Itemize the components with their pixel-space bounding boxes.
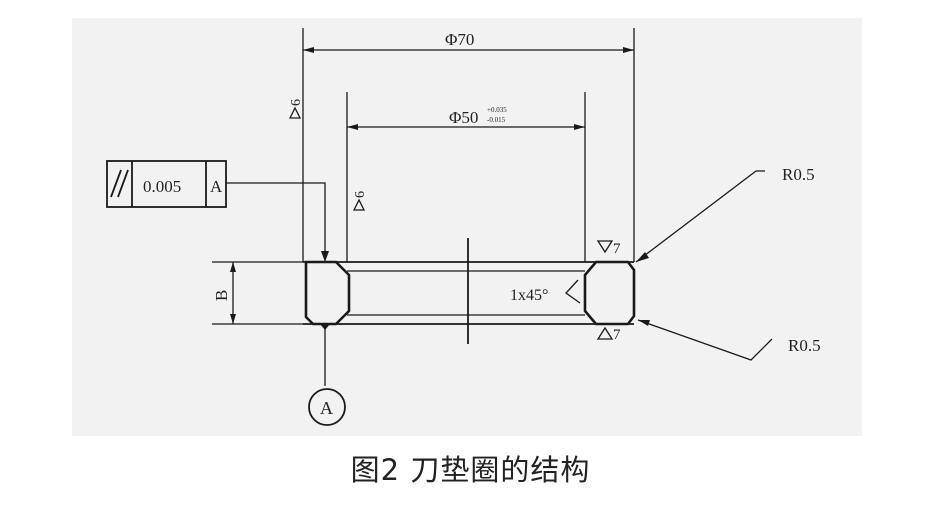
technical-drawing: Φ70 Φ50 +0.035 -0.015 6 6 7 7 0.005 A [106, 28, 821, 426]
tolerance-leader [226, 182, 326, 258]
right-section-hatched [583, 260, 636, 326]
roughness-triangle-icon [596, 240, 614, 254]
tolerance-frame-box [106, 160, 227, 208]
height-label: B [212, 290, 231, 301]
parallelism-icon [110, 169, 129, 198]
roughness-value: 6 [353, 191, 368, 198]
roughness-triangle-icon [352, 198, 366, 211]
outer-diameter-label: Φ70 [445, 30, 474, 49]
roughness-value: 6 [289, 99, 304, 106]
inner-diameter-label: Φ50 [449, 108, 478, 127]
left-section-hatched [304, 260, 351, 326]
roughness-symbol-outer-left: 6 [288, 99, 304, 119]
datum-triangle-icon [320, 324, 330, 330]
roughness-value: 7 [613, 241, 621, 257]
radius-leader-top [635, 170, 765, 263]
chamfer-label: 1x45° [510, 287, 548, 304]
height-label-group: B [212, 290, 231, 301]
arrowhead [636, 252, 649, 262]
tolerance-frame: 0.005 A [106, 160, 227, 208]
arrowhead [623, 47, 634, 53]
tolerance-datum: A [210, 177, 223, 196]
datum-label: A [320, 398, 333, 418]
arrowhead [638, 320, 650, 326]
inner-tolerance-upper: +0.035 [487, 106, 507, 114]
tolerance-value: 0.005 [143, 177, 181, 196]
roughness-symbol-inner-left: 6 [352, 191, 368, 211]
arrowhead [230, 314, 236, 324]
arrowhead [230, 262, 236, 272]
arrowhead [321, 251, 329, 262]
radius-label-bottom: R0.5 [788, 336, 821, 355]
figure-caption: 图2 刀垫圈的结构 [350, 453, 591, 487]
arrowhead [347, 124, 358, 130]
drawing-panel: Φ70 Φ50 +0.035 -0.015 6 6 7 7 0.005 A [72, 18, 862, 436]
datum-circle [308, 388, 346, 426]
roughness-symbol-right-top: 7 [596, 240, 621, 257]
arrowhead [574, 124, 585, 130]
roughness-value: 7 [613, 327, 621, 343]
arrowhead [303, 47, 314, 53]
inner-tolerance-lower: -0.015 [487, 116, 506, 124]
roughness-symbol-right-bottom: 7 [596, 326, 621, 343]
roughness-triangle-icon [288, 106, 302, 119]
chamfer-leader [565, 279, 581, 304]
radius-label-top: R0.5 [782, 165, 815, 184]
radius-leader-bottom [637, 319, 773, 361]
roughness-triangle-icon [596, 326, 614, 340]
